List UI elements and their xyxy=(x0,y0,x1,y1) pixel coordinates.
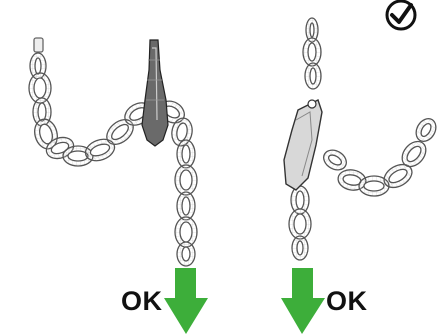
left-chain xyxy=(29,38,197,266)
chain-link-hole xyxy=(182,197,190,215)
chain-link-hole xyxy=(34,78,46,98)
chain-link-hole xyxy=(297,241,303,255)
chain-link-hole xyxy=(180,170,192,190)
down-arrow-icon xyxy=(281,268,325,334)
chain-link-hole xyxy=(310,23,314,37)
chain-link-hole xyxy=(308,43,316,61)
check-circle-icon xyxy=(387,1,415,29)
ok-label-left: OK xyxy=(121,288,163,315)
chain-link-hole xyxy=(35,58,41,74)
chain-link-hole xyxy=(182,247,190,261)
chain-link-hole xyxy=(364,181,384,191)
chain-link-hole xyxy=(310,68,316,84)
chain-link-hole xyxy=(296,191,304,209)
chain-link-hole xyxy=(180,222,192,242)
chain-link-hole xyxy=(38,103,46,121)
grab-hook xyxy=(142,40,168,146)
chain-link-hole xyxy=(182,145,190,163)
shortening-clutch xyxy=(284,100,322,190)
down-arrow-icon xyxy=(164,268,208,334)
chain-link-hole xyxy=(294,214,306,234)
ok-label-right: OK xyxy=(326,288,368,315)
